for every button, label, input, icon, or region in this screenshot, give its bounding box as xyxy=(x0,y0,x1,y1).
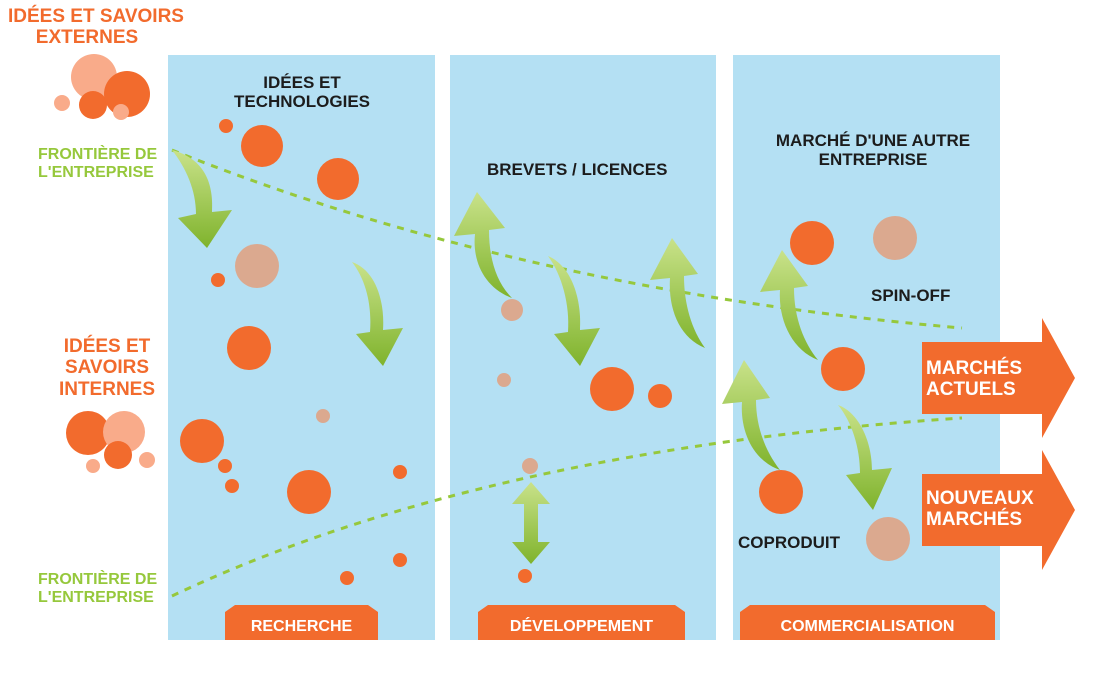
boundary-bottom-line-1: FRONTIÈRE DE xyxy=(38,571,158,588)
patents-licences-label: BREVETS / LICENCES xyxy=(487,160,668,179)
new-markets-label: NOUVEAUX MARCHÉS xyxy=(926,488,1034,531)
external-ideas-cloud xyxy=(54,54,150,120)
internal-ideas-line-1: IDÉES ET xyxy=(63,336,151,357)
other-market-line-2: ENTREPRISE xyxy=(818,150,928,170)
new-markets-line-1: NOUVEAUX xyxy=(926,488,1034,509)
stage-label-commercialisation: COMMERCIALISATION xyxy=(780,618,955,635)
internal-ideas-line-3: INTERNES xyxy=(58,378,156,400)
coproduct-label: COPRODUIT xyxy=(738,533,840,552)
flow-arrows xyxy=(172,150,892,564)
ideas-technologies-label: IDÉES ET TECHNOLOGIES xyxy=(222,73,382,111)
new-markets-arrow xyxy=(922,450,1075,570)
boundary-line-bottom xyxy=(171,416,963,598)
current-markets-line-2: ACTUELS xyxy=(926,379,1016,401)
boundary-top-line-2: L'ENTREPRISE xyxy=(38,163,154,181)
stage-tab-commercialisation xyxy=(740,605,995,640)
internal-ideas-line-2: SAVOIRS xyxy=(64,357,150,379)
stage-label-development: DÉVELOPPEMENT xyxy=(509,618,654,635)
other-company-market-label: MARCHÉ D'UNE AUTRE ENTREPRISE xyxy=(760,131,986,169)
boundary-label-top: FRONTIÈRE DE L'ENTREPRISE xyxy=(38,146,157,182)
stage-tab-research xyxy=(225,605,378,640)
idea-dots xyxy=(180,119,917,585)
current-markets-label: MARCHÉS ACTUELS xyxy=(926,358,1022,401)
spinoff-label: SPIN-OFF xyxy=(871,286,951,305)
boundary-label-bottom: FRONTIÈRE DE L'ENTREPRISE xyxy=(38,571,157,607)
internal-ideas-label: IDÉES ET SAVOIRS INTERNES xyxy=(52,336,162,400)
stage-tab-development xyxy=(478,605,685,640)
external-ideas-line-2: EXTERNES xyxy=(35,27,139,49)
boundary-bottom-line-2: L'ENTREPRISE xyxy=(38,588,154,606)
current-markets-line-1: MARCHÉS xyxy=(926,358,1023,379)
current-markets-arrow xyxy=(922,318,1075,438)
ideas-line-1: IDÉES ET xyxy=(263,73,341,92)
new-markets-line-2: MARCHÉS xyxy=(926,509,1023,531)
external-ideas-line-1: IDÉES ET SAVOIRS xyxy=(8,6,184,27)
other-market-line-1: MARCHÉ D'UNE AUTRE xyxy=(775,131,971,150)
external-ideas-label: IDÉES ET SAVOIRS EXTERNES xyxy=(8,6,184,49)
internal-ideas-cloud xyxy=(66,411,155,473)
stage-label-research: RECHERCHE xyxy=(250,618,353,635)
boundary-top-line-1: FRONTIÈRE DE xyxy=(38,146,158,163)
ideas-line-2: TECHNOLOGIES xyxy=(233,92,370,112)
boundary-line-top xyxy=(171,148,963,330)
